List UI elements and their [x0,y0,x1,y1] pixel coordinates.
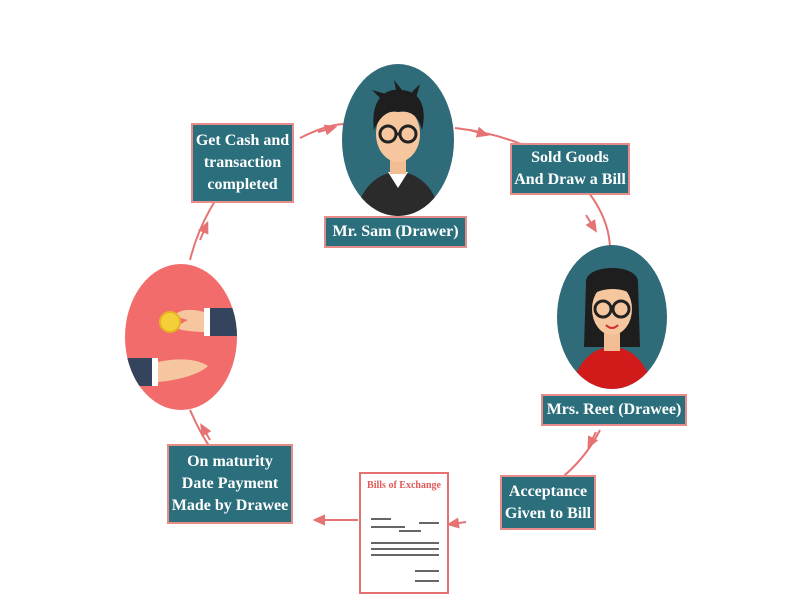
arrow-cash-to-sam [317,124,338,136]
doc-line [371,542,439,544]
hands-exchanging-coin-icon [125,264,237,410]
arrow-accept-to-bill [446,517,467,529]
doc-line [399,530,421,532]
arrow-reet-to-accept [587,431,599,450]
man-with-glasses-icon [342,64,454,216]
drawer-label: Mr. Sam (Drawer) [324,216,467,248]
arrow-hands-to-cash [198,220,209,241]
doc-line [371,518,391,520]
woman-with-glasses-icon [557,245,667,389]
doc-line [415,570,439,572]
get-cash-label: Get Cash and transaction completed [191,123,294,203]
payment-label: On maturity Date Payment Made by Drawee [167,444,293,524]
doc-line [371,526,405,528]
bill-of-exchange-document-icon: Bills of Exchange [359,472,449,594]
doc-line [415,580,439,582]
arrow-sold-to-reet [585,214,597,233]
doc-line [419,522,439,524]
drawee-label: Mrs. Reet (Drawee) [541,394,687,426]
doc-line [371,554,439,556]
arrow-payment-to-hands [200,423,212,441]
doc-line [371,548,439,550]
arrow-sam-to-sold [469,126,490,138]
acceptance-label: Acceptance Given to Bill [500,475,596,530]
sold-goods-label: Sold Goods And Draw a Bill [510,143,630,195]
bill-title: Bills of Exchange [367,480,441,491]
